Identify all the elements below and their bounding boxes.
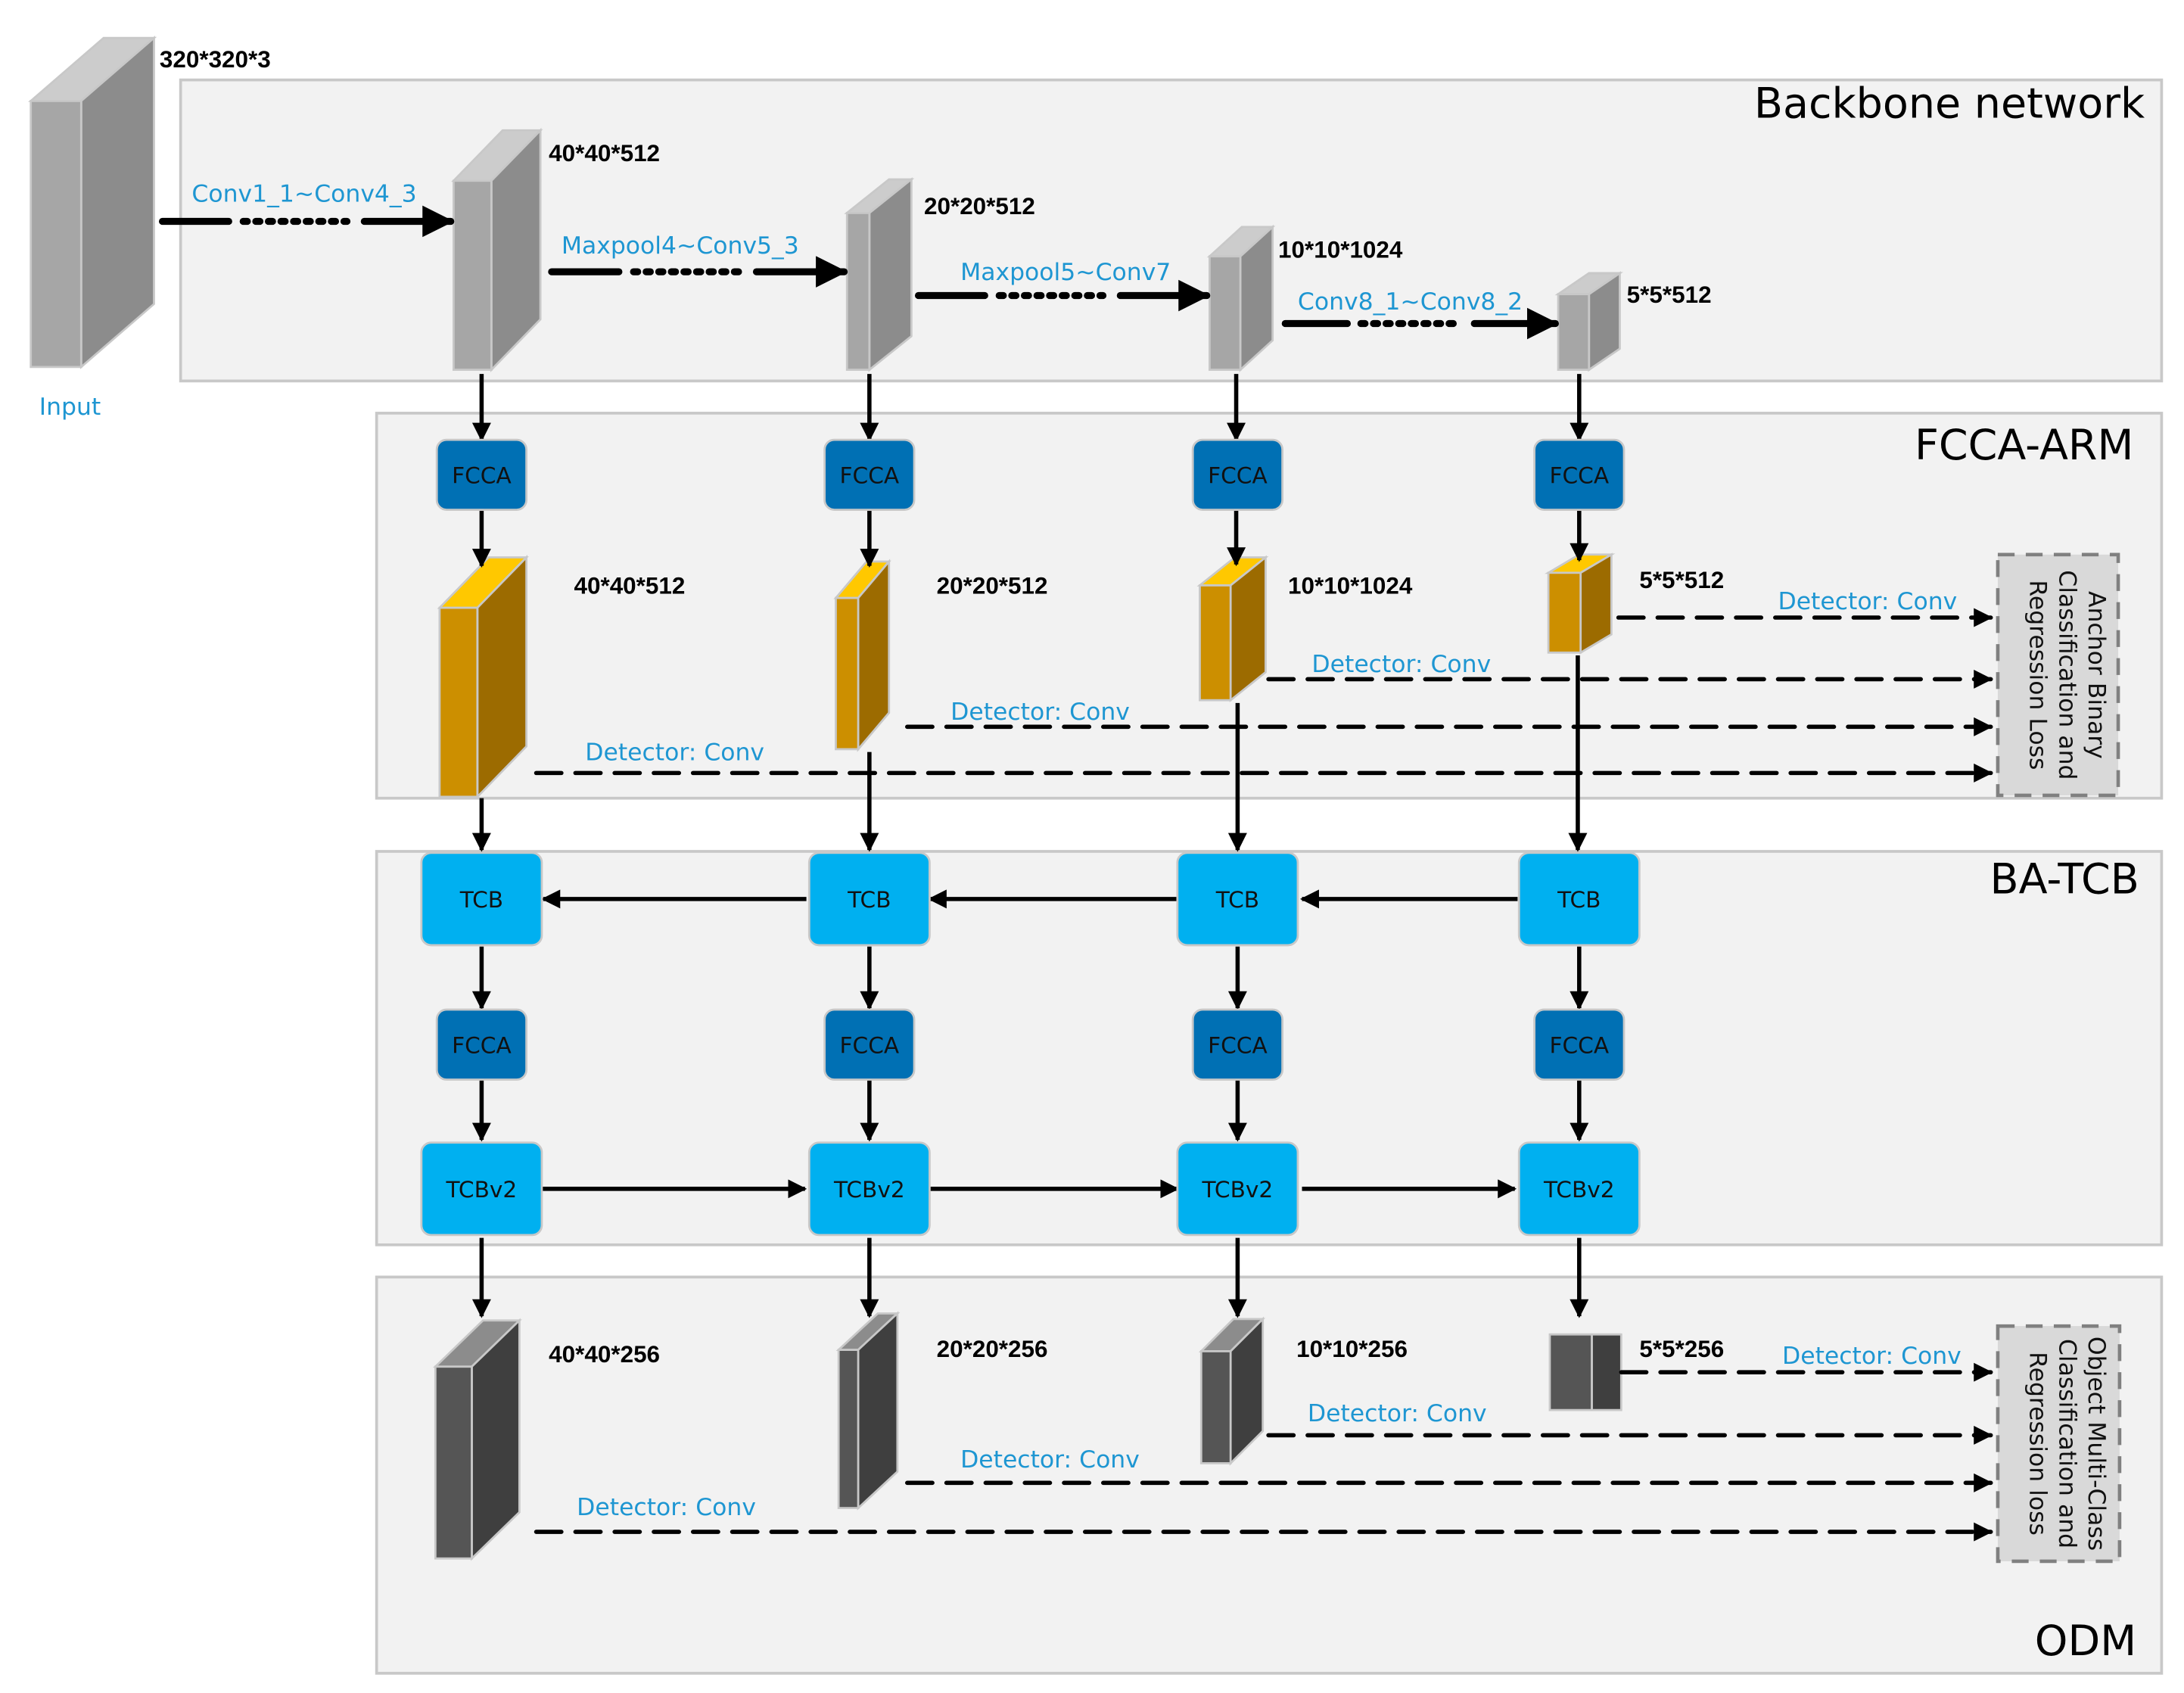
- tcbv2-3: TCBv2: [1176, 1141, 1299, 1237]
- backbone-dim-4: 5*5*512: [1627, 282, 1712, 308]
- input-label: Input: [39, 394, 101, 421]
- odm-panel: [375, 1275, 2164, 1675]
- odm-map-3: [1198, 1316, 1266, 1466]
- backbone-map-4: [1554, 271, 1623, 372]
- arm-detector-label-2: Detector: Conv: [950, 699, 1130, 726]
- arm-loss-line-2: Classification and: [2053, 570, 2080, 780]
- backbone-dim-3: 10*10*1024: [1278, 237, 1403, 263]
- arm-fcca-1-label: FCCA: [452, 462, 512, 488]
- odm-dim-3: 10*10*256: [1296, 1336, 1408, 1362]
- arm-fcca-3: FCCA: [1191, 438, 1283, 511]
- arm-map-4: [1545, 552, 1616, 655]
- odm-loss-box: Object Multi-Class Classification and Re…: [1996, 1324, 2122, 1564]
- tcb-title: BA-TCB: [1990, 854, 2139, 904]
- tcb-1-label: TCB: [459, 887, 503, 913]
- odm-map-1: [432, 1318, 522, 1561]
- backbone-map-2: [844, 177, 915, 372]
- arm-title: FCCA-ARM: [1915, 421, 2133, 470]
- tcbv2-4: TCBv2: [1517, 1141, 1641, 1237]
- tcbv2-2-label: TCBv2: [833, 1177, 905, 1203]
- arm-detector-label-3: Detector: Conv: [1311, 651, 1491, 678]
- backbone-map-3: [1206, 224, 1276, 372]
- arm-fcca-2: FCCA: [823, 438, 916, 511]
- odm-detector-label-2: Detector: Conv: [960, 1446, 1140, 1474]
- input-feature-map: [27, 36, 157, 369]
- blocks: FCCA TCB FCCA TCBv2 FCCA TCB FCCA TCBv2 FCCA TCB F…: [420, 438, 1641, 1237]
- tcbv2-2: TCBv2: [807, 1141, 931, 1237]
- arm-loss-box: Anchor Binary Classification and Regress…: [1996, 552, 2120, 798]
- arm-loss-line-1: Anchor Binary: [2083, 591, 2110, 759]
- tcbv2-3-label: TCBv2: [1202, 1177, 1274, 1203]
- odm-loss-line-1: Object Multi-Class: [2083, 1337, 2110, 1551]
- tcbv2-1: TCBv2: [420, 1141, 543, 1237]
- backbone-op-4: Conv8_1~Conv8_2: [1298, 288, 1523, 316]
- arm-fcca-2-label: FCCA: [840, 462, 900, 488]
- tcb-fcca-1-label: FCCA: [452, 1032, 512, 1058]
- arm-dim-2: 20*20*512: [937, 573, 1048, 599]
- odm-title: ODM: [2035, 1617, 2136, 1666]
- backbone-op-3: Maxpool5~Conv7: [960, 259, 1171, 286]
- arrows: [158, 205, 1993, 1542]
- odm-loss-line-3: Regression loss: [2024, 1352, 2052, 1536]
- backbone-op-1: Conv1_1~Conv4_3: [191, 181, 416, 208]
- tcb-4-label: TCB: [1557, 887, 1601, 913]
- backbone-map-1: [451, 127, 543, 372]
- backbone-dim-2: 20*20*512: [924, 193, 1035, 219]
- arm-map-2: [833, 559, 891, 752]
- tcb-4: TCB: [1517, 851, 1641, 947]
- tcb-3-label: TCB: [1215, 887, 1259, 913]
- tcb-1: TCB: [420, 851, 543, 947]
- backbone-dim-1: 40*40*512: [549, 140, 660, 166]
- tcb-2-label: TCB: [847, 887, 891, 913]
- arm-fcca-3-label: FCCA: [1208, 462, 1268, 488]
- arm-fcca-4-label: FCCA: [1549, 462, 1609, 488]
- tcb-fcca-4: FCCA: [1533, 1008, 1626, 1081]
- tcb-fcca-2-label: FCCA: [840, 1032, 900, 1058]
- tcb-2: TCB: [807, 851, 931, 947]
- odm-detector-label-1: Detector: Conv: [577, 1494, 756, 1521]
- odm-loss-line-2: Classification and: [2053, 1339, 2080, 1548]
- tcb-fcca-4-label: FCCA: [1549, 1032, 1609, 1058]
- odm-detector-label-3: Detector: Conv: [1308, 1400, 1487, 1427]
- odm-dim-4: 5*5*256: [1639, 1336, 1724, 1362]
- arm-fcca-1: FCCA: [435, 438, 527, 511]
- arm-map-3: [1196, 555, 1269, 703]
- tcb-fcca-3-label: FCCA: [1208, 1032, 1268, 1058]
- input-dim: 320*320*3: [160, 46, 271, 73]
- arm-dim-4: 5*5*512: [1639, 567, 1724, 593]
- arm-map-1: [437, 555, 529, 800]
- backbone-title: Backbone network: [1754, 79, 2145, 129]
- tcb-fcca-3: FCCA: [1191, 1008, 1283, 1081]
- backbone-op-2: Maxpool4~Conv5_3: [562, 232, 799, 260]
- odm-map-4: [1548, 1333, 1622, 1411]
- arm-loss-line-3: Regression Loss: [2024, 580, 2052, 770]
- feature-maps: [27, 36, 1623, 1561]
- odm-dim-1: 40*40*256: [549, 1341, 660, 1368]
- odm-map-2: [835, 1311, 901, 1511]
- tcb-fcca-1: FCCA: [435, 1008, 527, 1081]
- odm-dim-2: 20*20*256: [937, 1336, 1048, 1362]
- tcb-3: TCB: [1176, 851, 1299, 947]
- odm-detector-label-4: Detector: Conv: [1782, 1343, 1962, 1370]
- tcbv2-1-label: TCBv2: [446, 1177, 518, 1203]
- arm-dim-3: 10*10*1024: [1288, 573, 1413, 599]
- arm-fcca-4: FCCA: [1533, 438, 1626, 511]
- arm-dim-1: 40*40*512: [574, 573, 685, 599]
- tcb-fcca-2: FCCA: [823, 1008, 916, 1081]
- arm-detector-label-4: Detector: Conv: [1778, 588, 1958, 615]
- tcbv2-4-label: TCBv2: [1543, 1177, 1615, 1203]
- arm-detector-label-1: Detector: Conv: [585, 739, 764, 767]
